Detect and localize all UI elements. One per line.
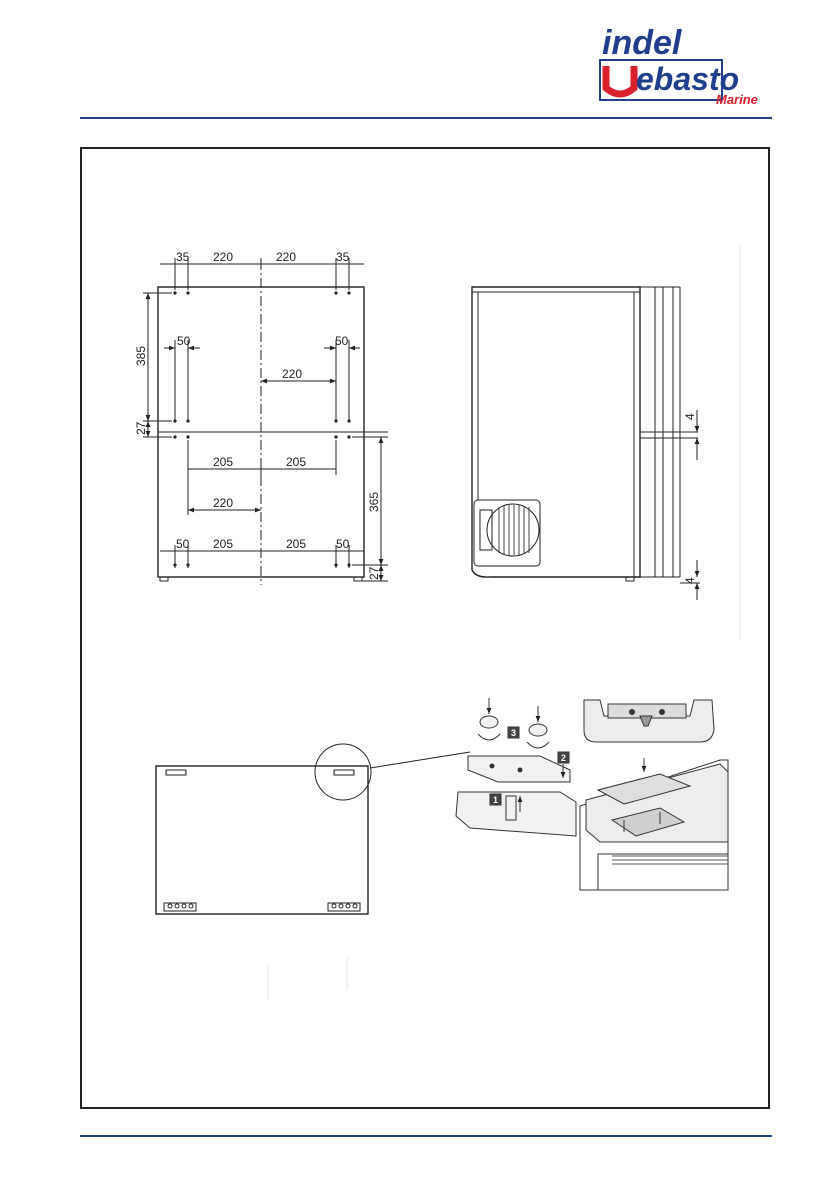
dim-label: 205 [213,455,233,469]
mounting-holes [173,291,350,566]
dim-label: 50 [336,537,350,551]
dim-label: 50 [176,537,190,551]
front-view-labels: 35 220 220 35 50 50 220 205 205 220 50 2… [134,250,381,580]
rear-panel-drawing [156,744,470,914]
hinge-assembly-illustration [456,698,576,836]
hinge-pin [506,796,516,820]
dim-label: 50 [335,334,349,348]
dim-label: 205 [213,537,233,551]
detail-callout-circle [315,744,371,800]
dim-label: 4 [683,413,697,420]
dim-label: 205 [286,537,306,551]
side-view-drawing [472,287,700,600]
dim-label: 27 [134,421,148,435]
hinge-slot [334,770,354,775]
dim-label: 205 [286,455,306,469]
screw [529,724,547,736]
dim-label: 220 [213,250,233,264]
compressor-fan [487,504,539,556]
dim-label: 220 [276,250,296,264]
dim-label: 385 [134,346,148,366]
bottom-hinge-left [164,903,196,911]
dim-label: 50 [177,334,191,348]
dim-label: 35 [176,250,190,264]
bottom-hinge-right [328,903,360,911]
screw [480,716,498,728]
cabinet-body [472,287,640,577]
step-number: 1 [493,795,498,805]
side-view-labels: 4 4 [683,413,697,584]
detail-leader-line [370,752,470,768]
dim-label: 220 [282,367,302,381]
dim-label: 35 [336,250,350,264]
front-view-drawing [143,258,388,585]
dim-label: 4 [683,577,697,584]
step-number: 3 [511,728,516,738]
dim-label: 220 [213,496,233,510]
rear-panel-outline [156,766,368,914]
dim-label: 365 [367,492,381,512]
hinge-slot [166,770,186,775]
step-number: 2 [561,753,566,763]
hinge-photo-cabinet [580,758,728,890]
compressor-bracket [480,510,492,550]
hinge-photo-top [584,700,714,742]
fan-grille [499,505,529,555]
dim-label: 27 [367,566,381,580]
